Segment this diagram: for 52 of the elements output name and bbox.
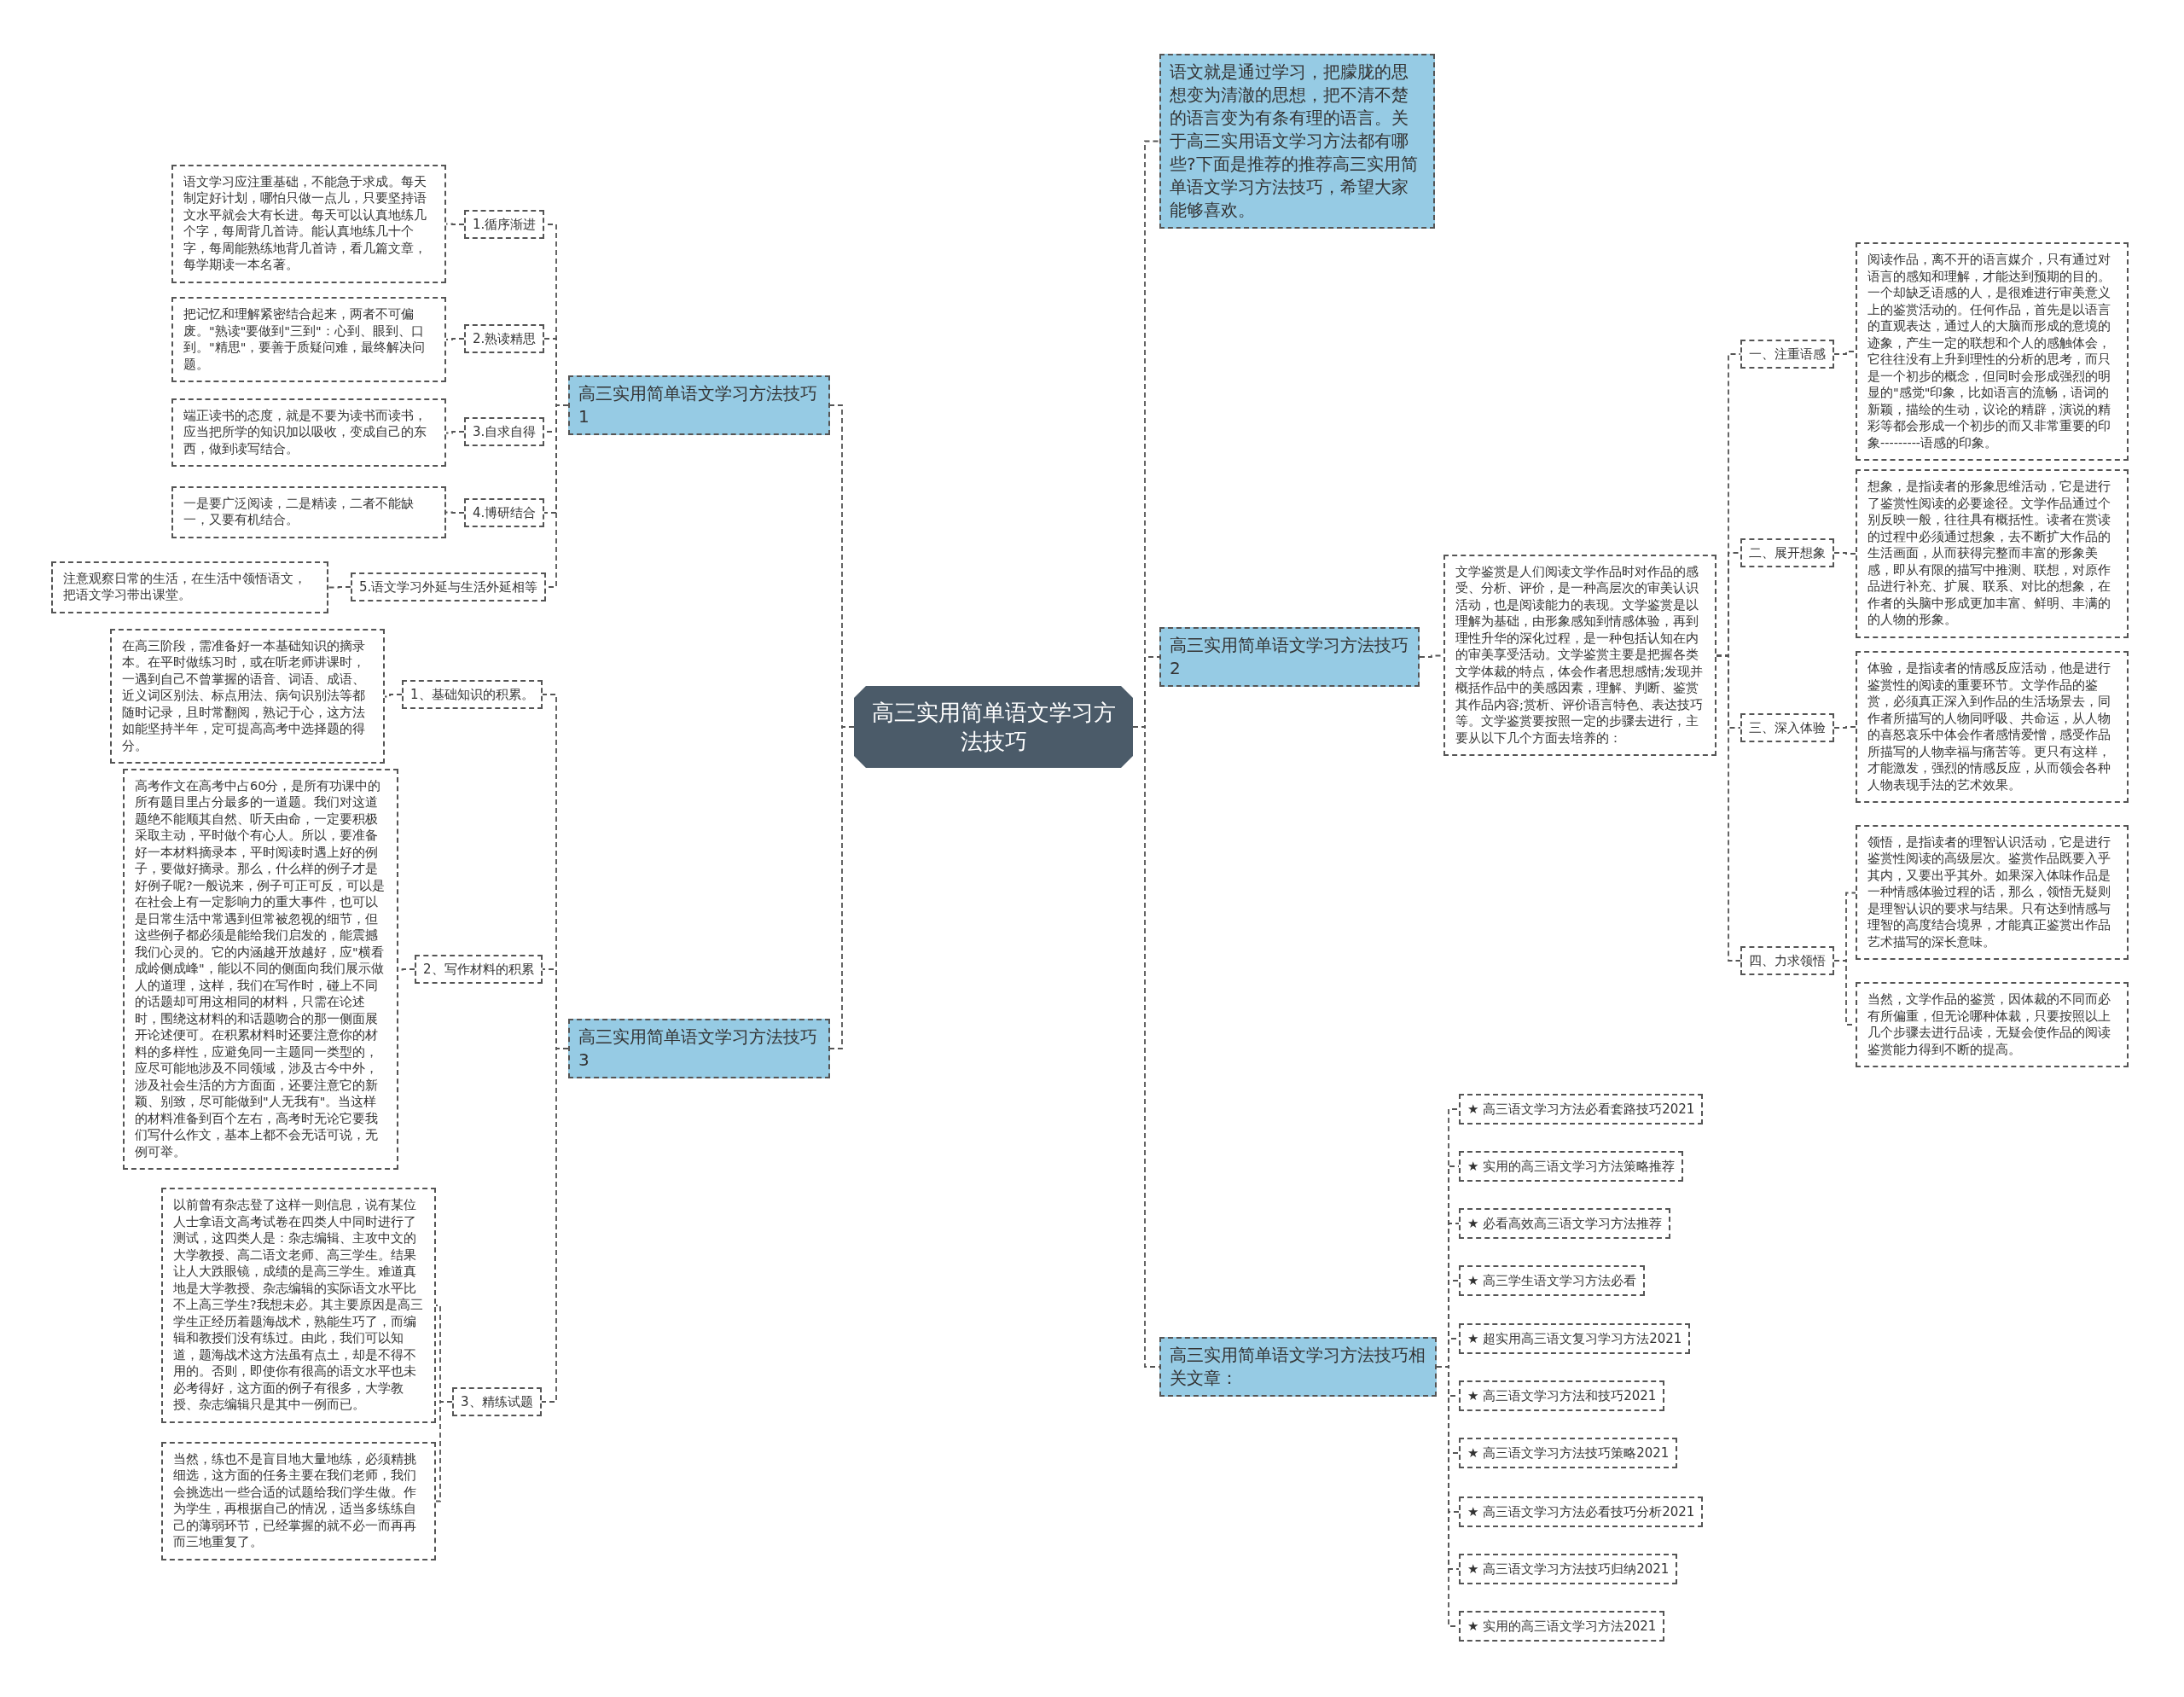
connector-line [445,431,465,434]
subtopic-box: 1、基础知识的积累。 [402,680,543,709]
note-box: 在高三阶段，需准备好一本基础知识的摘录本。在平时做练习时，或在听老师讲课时，一遇到自己不曾掌握的语音、词语、成语、近义词区别法、标点用法、病句识别法等都随时记录，且时常翻阅，熟记于心，这方法如能坚持半年，定可提高高考中选择题的得分。 [110,628,385,764]
related-article-item: ★ 超实用高三语文复习学习方法2021 [1459,1323,1691,1354]
subtopic-box: 四、力求领悟 [1740,946,1834,975]
note-box: 当然，练也不是盲目地大量地练，必须精挑细选，这方面的任务主要在我们老师，我们会挑选出一些合适的试题给我们学生做。作为学生，再根据自己的情况，适当多练练自己的薄弱环节，已经掌握的就不必一而再再而三地重复了。 [161,1441,436,1560]
connector-line [328,586,351,589]
note-box: 以前曾有杂志登了这样一则信息，说有某位人士拿语文高考试卷在四类人中同时进行了测试，这四类人是：杂志编辑、主攻中文的大学教授、高二语文老师、高三学生。结果让人大跌眼镜，成绩的是高三学生。难道真地是大学教授、杂志编辑的实际语文水平比不上高三学生?我想未必。其主要原因是高三学生正经历着题海战术，熟能生巧了，而编辑和教授们没有练过。由此，我们可以知道，题海战术这方法虽有点土，却是不得不用的。否则，即使你有很高的语文水平也未必考得好，这方面的例子有很多，大学教授、杂志编辑只是其中一例而已。 [161,1188,436,1423]
subtopic-box: 2、写作材料的积累 [415,955,543,984]
note-box: 端正读书的态度，就是不要为读书而读书，应当把所学的知识加以吸收，变成自己的东西，做到读写结合。 [171,398,446,467]
note-box: 注意观察日常的生活，在生活中领悟语文，把语文学习带出课堂。 [51,561,328,613]
related-article-item: ★ 实用的高三语文学习方法策略推荐 [1459,1151,1684,1182]
subtopic-box: 3.自求自得 [464,417,545,446]
note-box: 阅读作品，离不开的语言媒介，只有通过对语言的感知和理解，才能达到预期的目的。一个却缺乏语感的人，是很难进行审美意义上的鉴赏活动的。任何作品，首先是以语言的直观表达，通过人的大脑而形成的意境的迹象，产生一定的联想和个人的感触体会，它往往没有上升到理性的分析的思考，而只是一个初步的概念，但同时会形成强烈的明显的"感觉"印象，比如语言的流畅，语词的新颖，描绘的生动，议论的精辟，演说的精彩等都会形成一个初步的而又非常重要的印象---------语感的印象。 [1856,242,2129,461]
note-box: 语文学习应注重基础，不能急于求成。每天制定好计划，哪怕只做一点儿，只要坚持语文水平就会大有长进。每天可以认真地练几个字，每周背几首诗。能认真地练几十个字，每周能熟练地背几首诗，看几篇文章，每学期读一本名著。 [171,164,446,283]
subtopic-box: 二、展开想象 [1740,538,1834,567]
connector-line [384,694,403,698]
note-box: 高考作文在高考中占60分，是所有功课中的所有题目里占分最多的一道题。我们对这道题绝不能顺其自然、听天由命，一定要积极采取主动，平时做个有心人。所以，要准备好一本材料摘录本，平时阅读时遇上好的例子，要做好摘录。那么，什么样的例子才是好例子呢?一般说来，例子可正可反，可以是在社会上有一定影响力的重大事件，也可以是日常生活中常遇到但常被忽视的细节，但这些例子都必须是能给我们启发的，能震撼我们心灵的。它的内涵越开放越好，应"横看成岭侧成峰"，能以不同的侧面向我们展示做人的道理，这样，我们在写作时，碰上不同的话题却可用这相同的材料，只需在论述时，围绕这材料的和话题吻合的那一侧面展开论述便可。在积累材料时还要注意你的材料的多样性，应避免同一主题同一类型的，应尽可能地涉及不同领域，涉及古今中外，涉及社会生活的方方面面，还要注意它的新颖、别致，尽可能做到"人无我有"。当这样的材料准备到百个左右，高考时无论它要我们写什么作文，基本上都不会无话可说，无例可举。 [123,768,398,1170]
central-topic: 高三实用简单语文学习方法技巧 [854,686,1133,768]
intro-box: 语文就是通过学习，把朦胧的思想变为清澈的思想，把不清不楚的语言变为有条有理的语言。关于高三实用语文学习方法都有哪些?下面是推荐的推荐高三实用简单语文学习方法技巧，希望大家能够喜欢。 [1159,53,1435,229]
connector-line [1833,552,1856,555]
subtopic-box: 4.博研结合 [464,498,545,527]
connector-line [1716,654,1741,962]
note-box: 当然，文学作品的鉴赏，因体裁的不同而必有所偏重，但无论哪种体裁，只要按照以上几个步骤去进行品读，无疑会使作品的阅读鉴赏能力得到不断的提高。 [1856,982,2129,1067]
related-article-item: ★ 高三语文学习方法技巧策略2021 [1459,1438,1678,1468]
note-box: 想象，是指读者的形象思维活动，它是进行了鉴赏性阅读的必要途径。文学作品通过个别反映一般，往往具有概括性。读者在赏读的过程中必须通过想象，去不断扩大作品的生活画面，从而获得完整而丰富的形象美感，即从有限的描写中推测、联想，对原作品进行补充、扩展、联系、对比的想象，在作者的头脑中形成更加丰富、鲜明、丰满的的人物的形象。 [1856,469,2129,638]
connector-line [435,1401,453,1502]
related-article-item: ★ 高三语文学习方法必看套路技巧2021 [1459,1094,1704,1125]
note-box: 一是要广泛阅读，二是精读，二者不能缺一，又要有机结合。 [171,485,446,538]
note-box: 体验，是指读者的情感反应活动，他是进行鉴赏性的阅读的重要环节。文学作品的鉴赏，必须真正深入到作品的生活场景去，同作者所描写的人物同呼吸、共命运，从人物的喜怒哀乐中体会作者感情爱憎，感受作品所描写的人物幸福与痛苦等。更只有这样，才能激发，强烈的情感反应，从而领会各种人物表现手法的艺术效果。 [1856,651,2129,803]
subtopic-box: 1.循序渐进 [464,210,545,239]
connector-line [1833,726,1856,729]
branch-topic: 高三实用简单语文学习方法技巧2 [1159,627,1420,687]
subtopic-box: 2.熟读精思 [464,324,545,353]
subtopic-box: 三、深入体验 [1740,713,1834,742]
related-article-item: ★ 实用的高三语文学习方法2021 [1459,1611,1665,1642]
subtopic-box: 一、注重语感 [1740,340,1834,369]
related-article-item: ★ 高三语文学习方法技巧归纳2021 [1459,1554,1678,1584]
branch-topic: 高三实用简单语文学习方法技巧3 [568,1019,830,1078]
connector-line [1833,351,1856,355]
note-box: 领悟，是指读者的理智认识活动，它是进行鉴赏性阅读的高级层次。鉴赏作品既要入乎其内，又要出乎其外。如果深入体味作品是一种情感体验过程的话，那么，领悟无疑则是理智认识的要求与结果。只有达到情感与理智的高度结合境界，才能真正鉴赏出作品艺术描写的深长意味。 [1856,824,2129,960]
note-box: 把记忆和理解紧密结合起来，两者不可偏废。"熟读"要做到"三到"：心到、眼到、口到。"精思"，要善于质疑问难，最终解决问题。 [171,297,446,382]
related-article-item: ★ 高三学生语文学习方法必看 [1459,1265,1646,1296]
subtopic-box: 3、精练试题 [452,1387,542,1416]
note-box: 文学鉴赏是人们阅读文学作品时对作品的感受、分析、评价，是一种高层次的审美认识活动，也是阅读能力的表现。文学鉴赏是以理解为基础，由形象感知到情感体验，再到理性升华的深化过程，是一种包括认知在内的审美享受活动。文学鉴赏主要是把握各类文学体裁的特点，体会作者思想感情;发现并概括作品中的美感因素，理解、判断、鉴赏其作品内容;赏析、评价语言特色、表达技巧等。文学鉴赏要按照一定的步骤去进行，主要从以下几个方面去培养的： [1443,554,1716,756]
related-article-item: ★ 必看高效高三语文学习方法推荐 [1459,1208,1671,1239]
branch-topic: 高三实用简单语文学习方法技巧相关文章： [1159,1337,1437,1397]
related-article-item: ★ 高三语文学习方法和技巧2021 [1459,1380,1665,1411]
branch-topic: 高三实用简单语文学习方法技巧1 [568,375,830,435]
connector-line [445,338,465,340]
subtopic-box: 5.语文学习外延与生活外延相等 [351,572,547,602]
related-article-item: ★ 高三语文学习方法必看技巧分析2021 [1459,1496,1704,1527]
